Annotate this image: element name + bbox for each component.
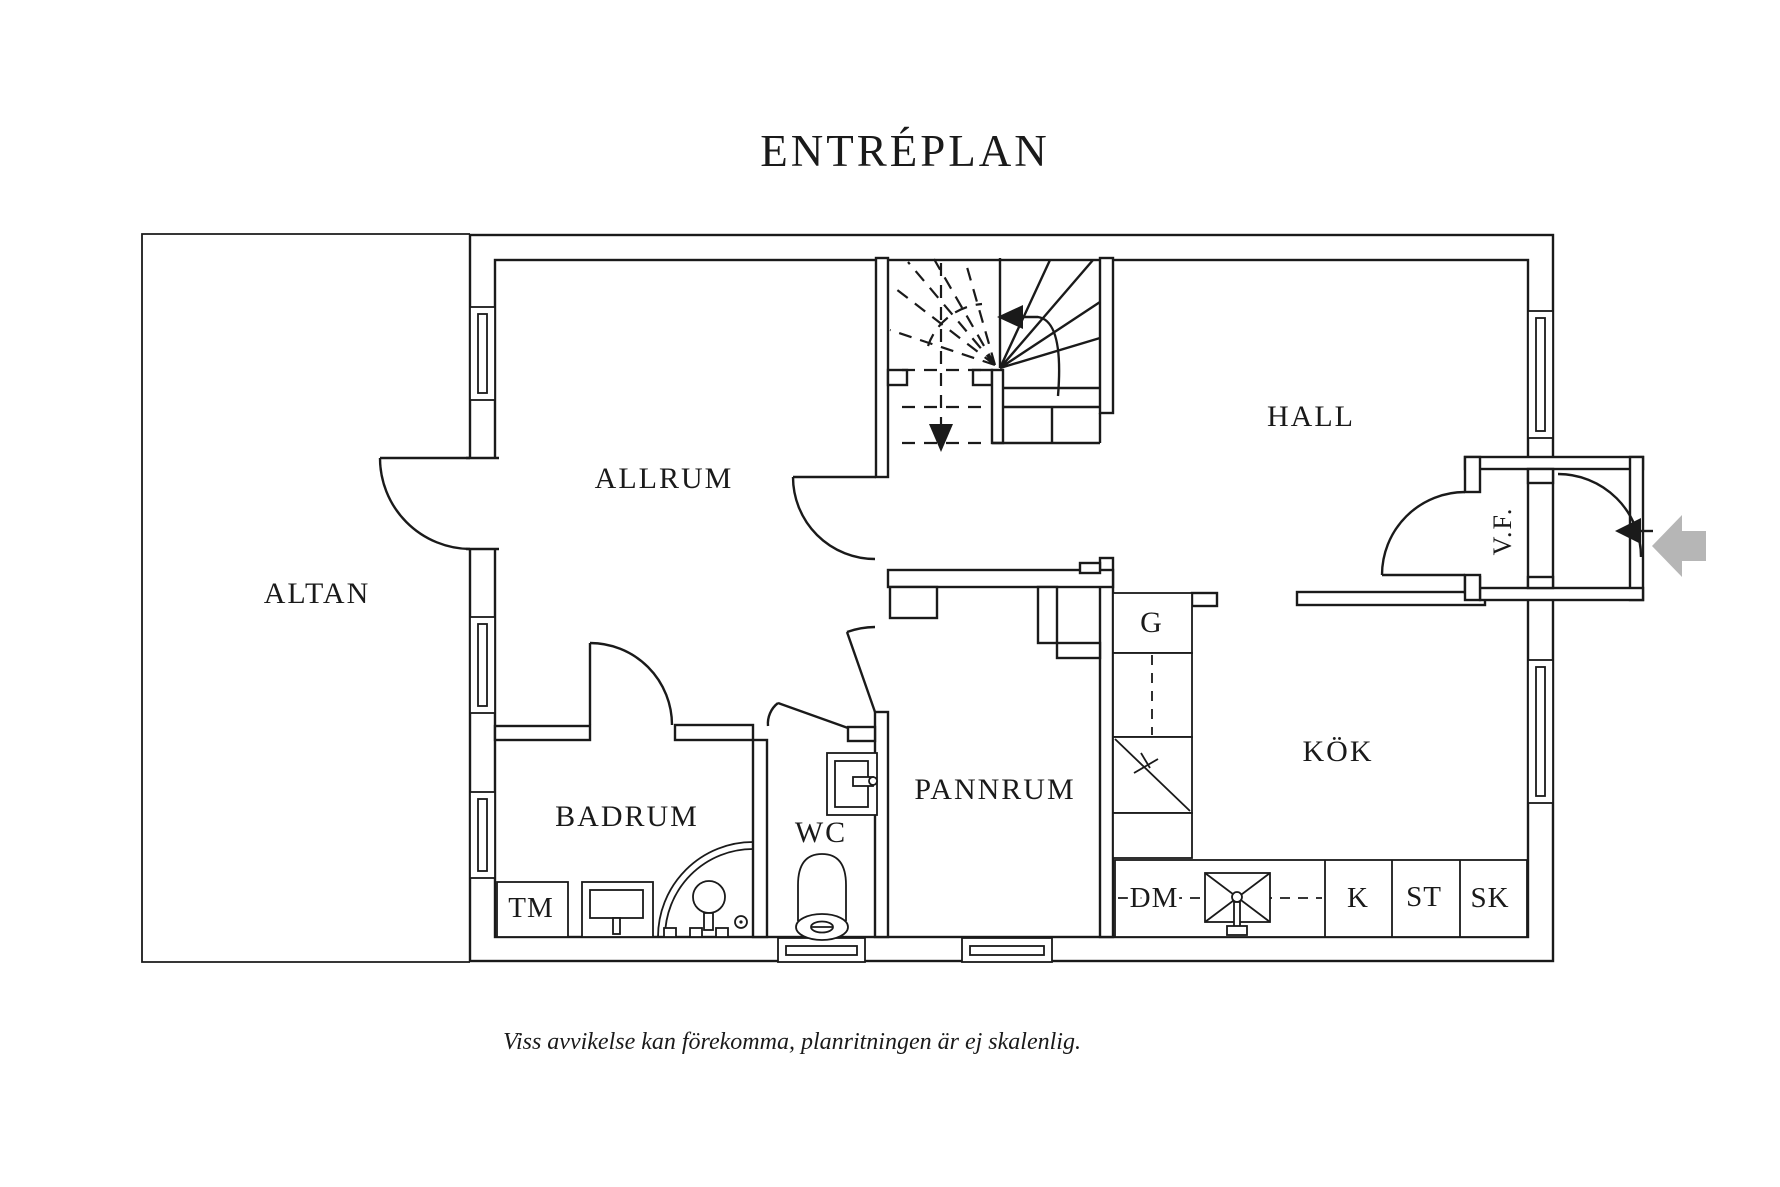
washing-machine-icon bbox=[496, 881, 569, 938]
badrum-door bbox=[588, 641, 674, 726]
window-west-allrum-upper bbox=[469, 306, 496, 401]
entry-direction-arrow-icon bbox=[1615, 518, 1641, 544]
room-label-wc: WC bbox=[795, 816, 847, 849]
disclaimer-caption: Viss avvikelse kan förekomma, planritnin… bbox=[503, 1029, 1081, 1055]
stair-down-arrow-icon bbox=[929, 424, 953, 452]
room-label-altan: ALTAN bbox=[264, 577, 371, 610]
toilet-icon bbox=[795, 853, 849, 941]
room-label-pannrum: PANNRUM bbox=[914, 773, 1075, 806]
room-label-vf: V.F. bbox=[1488, 507, 1517, 556]
pannrum-door bbox=[845, 625, 877, 713]
interior-walls bbox=[493, 256, 1487, 939]
closet-column bbox=[1112, 592, 1193, 859]
wc-sink-icon bbox=[826, 752, 878, 816]
wc-fixtures bbox=[795, 752, 878, 941]
badrum-sink-icon bbox=[581, 881, 654, 938]
room-label-kok: KÖK bbox=[1303, 735, 1374, 768]
room-label-badrum: BADRUM bbox=[555, 800, 699, 833]
fixture-label-dm: DM bbox=[1130, 882, 1179, 914]
allrum-door bbox=[791, 475, 876, 561]
altan-door bbox=[378, 456, 499, 551]
fixture-label-k: K bbox=[1347, 882, 1369, 914]
windows bbox=[469, 306, 1554, 963]
stair-up-arrow-icon bbox=[997, 305, 1023, 329]
stairs-upper-flight-dashed bbox=[889, 258, 997, 445]
fixture-label-st: ST bbox=[1406, 881, 1442, 913]
fixture-label-sk: SK bbox=[1470, 882, 1509, 914]
vf-hall-door bbox=[1380, 490, 1466, 577]
badrum-fixtures bbox=[496, 841, 754, 938]
window-south-pannrum bbox=[961, 937, 1053, 963]
window-south-wc bbox=[777, 937, 866, 963]
kitchen-counter bbox=[1114, 859, 1528, 938]
entry-arrow-icon bbox=[1652, 515, 1706, 577]
room-label-hall: HALL bbox=[1267, 400, 1355, 433]
window-west-badrum bbox=[469, 791, 496, 879]
window-east-kok bbox=[1527, 659, 1554, 804]
window-west-allrum-lower bbox=[469, 616, 496, 714]
entry bbox=[1557, 472, 1706, 577]
closet-label-g: G bbox=[1140, 606, 1164, 639]
stairs bbox=[889, 258, 1102, 452]
closet-g bbox=[1112, 592, 1193, 654]
shower-icon bbox=[657, 841, 754, 938]
labels: ENTRÉPLAN ALTAN ALLRUM HALL BADRUM WC PA… bbox=[264, 126, 1517, 1055]
window-east-hall bbox=[1527, 310, 1554, 439]
page-title: ENTRÉPLAN bbox=[760, 126, 1050, 176]
wc-door bbox=[766, 701, 849, 730]
altan-deck bbox=[141, 233, 470, 963]
doors bbox=[588, 475, 1466, 730]
fixture-label-tm: TM bbox=[508, 892, 554, 924]
sink-icon bbox=[1204, 872, 1271, 936]
room-label-allrum: ALLRUM bbox=[595, 462, 734, 495]
